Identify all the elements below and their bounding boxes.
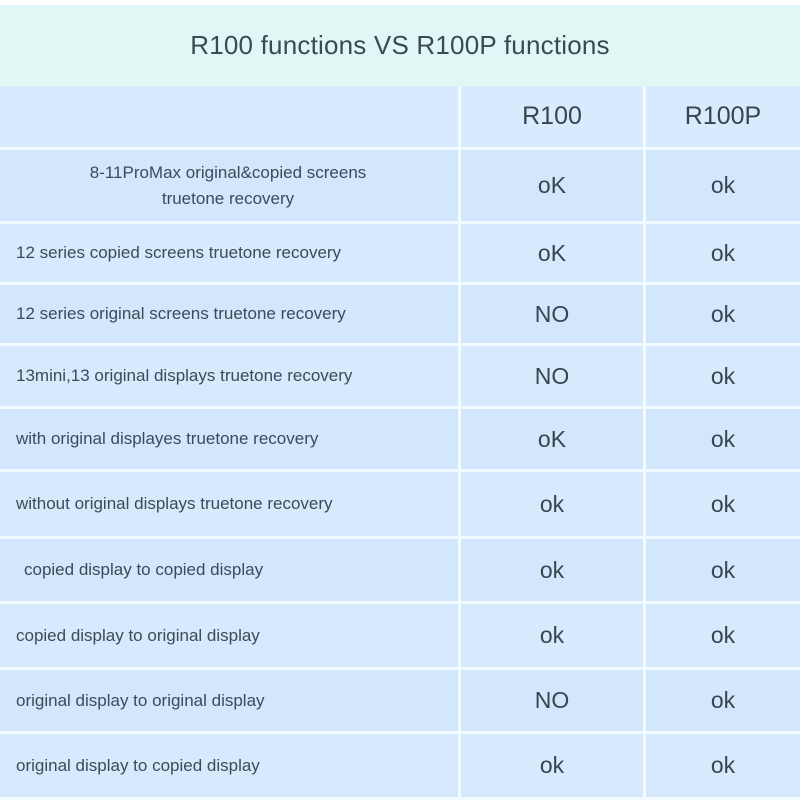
cell-r100-value: NO (534, 300, 570, 327)
column-divider-2 (643, 86, 646, 800)
row-label-cell: copied display to copied display (0, 539, 458, 601)
cell-r100-value: oK (537, 239, 567, 266)
row-label-cell: with original displayes truetone recover… (0, 409, 458, 469)
cell-r100: ok (461, 539, 643, 601)
row-label: with original displayes truetone recover… (16, 429, 319, 449)
cell-r100-value: ok (539, 556, 565, 583)
table-row: without original displays truetone recov… (0, 472, 800, 539)
cell-r100p-value: ok (710, 490, 736, 517)
cell-r100: oK (461, 224, 643, 282)
row-label: 12 series original screens truetone reco… (16, 304, 346, 324)
cell-r100-value: oK (537, 172, 567, 198)
title-banner: R100 functions VS R100P functions (0, 5, 800, 86)
row-label: 12 series copied screens truetone recove… (16, 243, 342, 263)
cell-r100p-value: ok (710, 300, 736, 327)
row-label: 13mini,13 original displays truetone rec… (16, 366, 353, 386)
table-row: with original displayes truetone recover… (0, 409, 800, 472)
cell-r100: ok (461, 472, 643, 536)
cell-r100p: ok (646, 472, 800, 536)
cell-r100p-value: ok (710, 622, 736, 648)
cell-r100-value: oK (537, 425, 567, 452)
cell-r100p: ok (646, 734, 800, 797)
header-r100-label: R100 (522, 102, 582, 130)
row-label: original display to original display (16, 690, 265, 710)
table-row: copied display to copied display ok ok (0, 539, 800, 604)
cell-r100p: ok (646, 409, 800, 469)
cell-r100: NO (461, 670, 643, 731)
table-row: original display to copied display ok ok (0, 734, 800, 800)
header-cell-r100: R100 (461, 86, 643, 147)
cell-r100p-value: ok (710, 752, 736, 778)
cell-r100p: ok (646, 150, 800, 221)
cell-r100: ok (461, 734, 643, 797)
header-cell-r100p: R100P (646, 86, 800, 147)
row-label: copied display to copied display (24, 560, 264, 580)
header-cell-blank (0, 86, 458, 147)
row-label-cell: copied display to original display (0, 604, 458, 667)
cell-r100p-value: ok (710, 687, 736, 713)
cell-r100-value: ok (539, 752, 565, 778)
cell-r100p: ok (646, 224, 800, 282)
cell-r100p-value: ok (710, 425, 736, 452)
cell-r100-value: NO (534, 687, 570, 713)
row-label-cell: original display to copied display (0, 734, 458, 797)
cell-r100: oK (461, 150, 643, 221)
row-label: without original displays truetone recov… (16, 494, 333, 514)
cell-r100p: ok (646, 285, 800, 343)
row-label-cell: 13mini,13 original displays truetone rec… (0, 346, 458, 406)
row-label-cell: original display to original display (0, 670, 458, 731)
cell-r100-value: ok (539, 490, 565, 517)
table-row: 12 series copied screens truetone recove… (0, 224, 800, 285)
page-title: R100 functions VS R100P functions (190, 30, 610, 60)
row-label-cell: without original displays truetone recov… (0, 472, 458, 536)
cell-r100p-value: ok (710, 172, 736, 198)
cell-r100p: ok (646, 346, 800, 406)
table-row: original display to original display NO ok (0, 670, 800, 734)
cell-r100p-value: ok (710, 239, 736, 266)
cell-r100: NO (461, 346, 643, 406)
comparison-table: R100 R100P 8-11ProMax original&copied sc… (0, 86, 800, 800)
cell-r100p-value: ok (710, 362, 736, 389)
row-label-cell: 12 series copied screens truetone recove… (0, 224, 458, 282)
row-label: original display to copied display (16, 755, 260, 775)
cell-r100p: ok (646, 604, 800, 667)
column-divider-1 (458, 86, 461, 800)
cell-r100p: ok (646, 670, 800, 731)
table-header-row: R100 R100P (0, 86, 800, 150)
cell-r100-value: NO (534, 362, 570, 389)
cell-r100: ok (461, 604, 643, 667)
cell-r100-value: ok (539, 622, 565, 648)
table-row: 12 series original screens truetone reco… (0, 285, 800, 346)
cell-r100p: ok (646, 539, 800, 601)
table-row: copied display to original display ok ok (0, 604, 800, 670)
cell-r100: NO (461, 285, 643, 343)
cell-r100: oK (461, 409, 643, 469)
table-row: 13mini,13 original displays truetone rec… (0, 346, 800, 409)
row-label: copied display to original display (16, 625, 260, 645)
cell-r100p-value: ok (710, 556, 736, 583)
row-label-cell: 12 series original screens truetone reco… (0, 285, 458, 343)
header-r100p-label: R100P (684, 102, 762, 130)
